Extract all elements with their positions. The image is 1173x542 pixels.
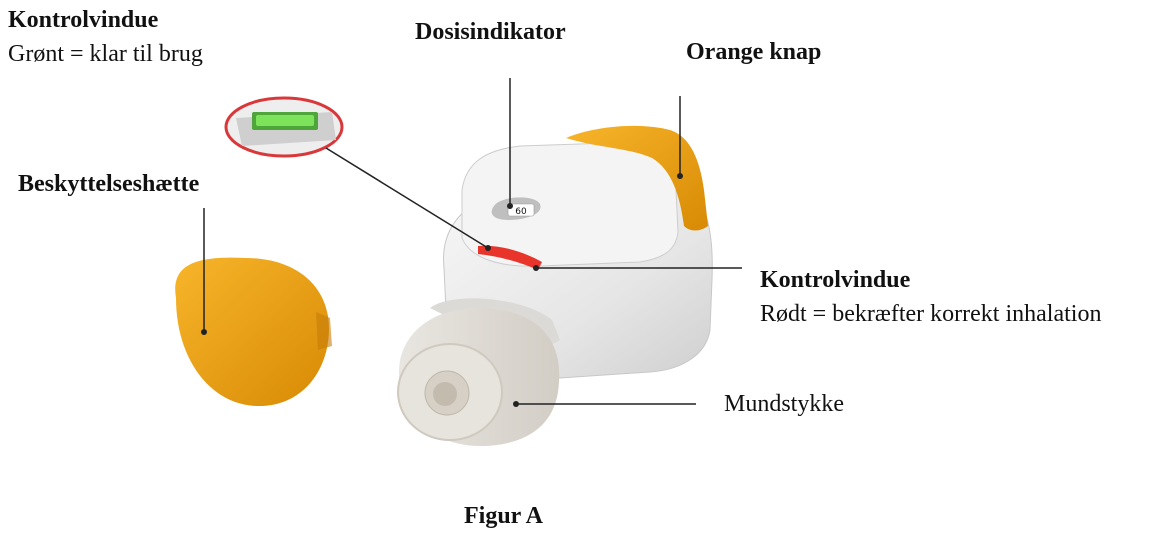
protective-cap-label: Beskyttelseshætte (18, 171, 200, 197)
orange-button-label: Orange knap (686, 39, 822, 65)
protective-cap (175, 257, 332, 407)
leader-lines (203, 78, 742, 405)
control-window-red-desc: Rødt = bekræfter korrekt inhalation (760, 301, 1102, 327)
leader-green-window (325, 147, 489, 249)
dose-counter-value: 60 (515, 207, 527, 217)
mouthpiece-label: Mundstykke (724, 391, 844, 417)
control-window-red-title: Kontrolvindue (760, 267, 911, 293)
green-window-callout (224, 96, 344, 158)
control-window-green-title: Kontrolvindue (8, 7, 159, 33)
inhaler-body: 60 (397, 125, 713, 446)
red-control-window (478, 245, 542, 270)
figure-caption: Figur A (464, 503, 543, 529)
dose-indicator-label: Dosisindikator (415, 19, 566, 45)
orange-button (566, 125, 708, 231)
control-window-green-desc: Grønt = klar til brug (8, 41, 203, 67)
